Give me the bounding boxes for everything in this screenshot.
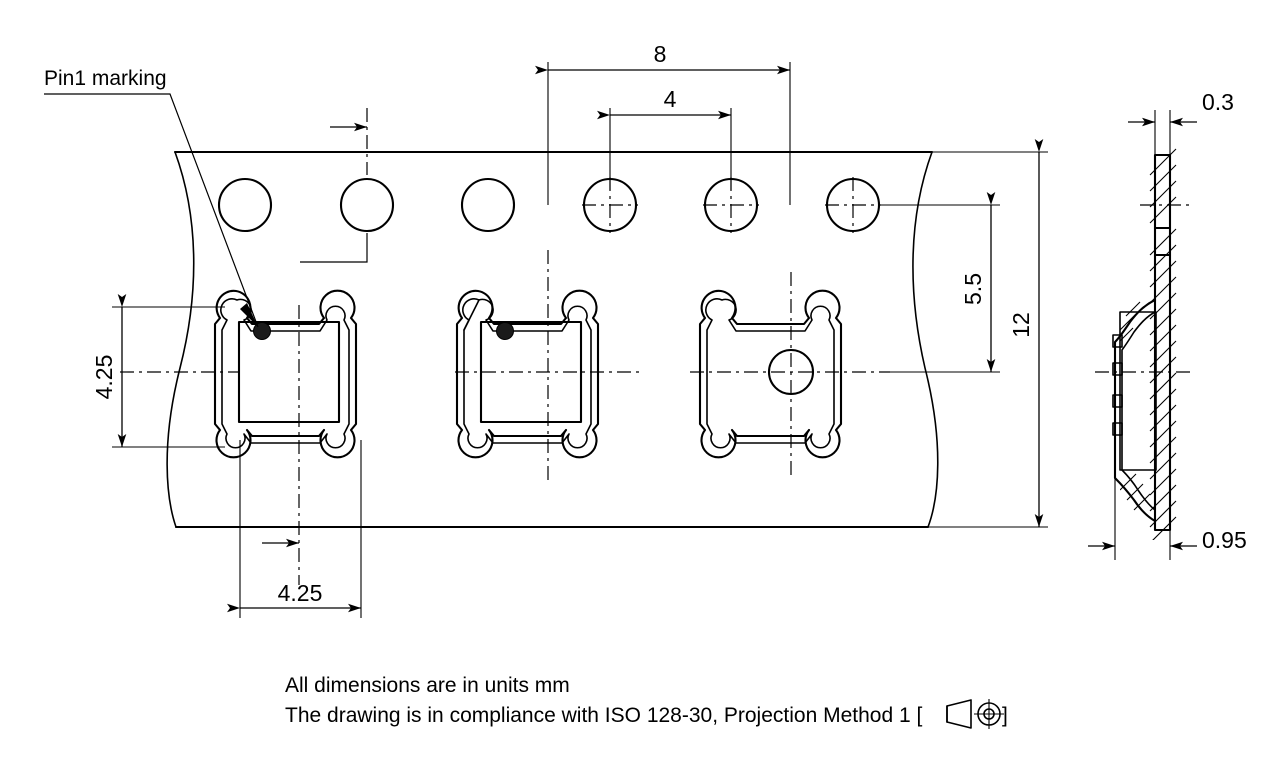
component-outline [1119, 311, 1157, 471]
dimension-hole-to-center: 5.5 [880, 192, 1000, 373]
pocket-profile-section [1113, 298, 1157, 523]
break-line-right [912, 151, 939, 528]
pocket-outer-contour [455, 289, 600, 459]
dimension-value-4-25-vertical: 4.25 [91, 355, 117, 400]
feed-direction-marker-top [300, 108, 368, 263]
component-lead [1112, 362, 1123, 376]
dimension-value-0-3: 0.3 [1202, 89, 1234, 115]
dimension-pitch-minor: 4 [597, 86, 732, 190]
dimension-value-12: 12 [1008, 312, 1034, 338]
dimension-value-5-5: 5.5 [960, 273, 986, 305]
component-lead [1112, 422, 1123, 436]
component-pocket-2 [455, 250, 640, 480]
dimension-value-8: 8 [654, 41, 667, 67]
component-section [1112, 311, 1157, 471]
component-body [237, 320, 341, 424]
sprocket-hole [217, 177, 273, 233]
dimension-pocket-width: 4.25 [227, 440, 362, 618]
dimension-pitch-major: 8 [535, 41, 791, 205]
pin1-leader-line [44, 93, 259, 328]
component-pocket-3 [690, 272, 890, 480]
pin1-marking-annotation: Pin1 marking [44, 67, 259, 328]
pocket-inner-contour [463, 298, 592, 449]
component-body [479, 320, 583, 424]
pocket-outer-contour [698, 289, 843, 459]
tape-wall-section [1149, 148, 1177, 540]
sprocket-centerlines [582, 177, 881, 233]
sprocket-hole [339, 177, 395, 233]
pocket-outer-contour [213, 289, 358, 459]
pocket-inner-contour [220, 298, 350, 449]
first-angle-projection-symbol [946, 699, 1004, 729]
pin1-leader-arrowhead [240, 303, 258, 327]
carrier-tape-side-view: 0.3 0.95 [1088, 89, 1247, 560]
tape-outline [166, 150, 939, 529]
drawing-notes: All dimensions are in units mm The drawi… [285, 674, 1008, 729]
dimension-value-4: 4 [664, 86, 677, 112]
component-pocket-1 [213, 289, 358, 585]
carrier-tape-top-view [120, 150, 939, 585]
break-line-left [166, 151, 195, 528]
note-units: All dimensions are in units mm [285, 674, 570, 697]
dimension-tape-thickness: 0.3 [1128, 89, 1234, 160]
dimension-tape-width: 12 [924, 139, 1048, 528]
note-standard: The drawing is in compliance with ISO 12… [285, 704, 922, 727]
component-lead [1112, 334, 1123, 348]
pocket-inner-contour [705, 298, 835, 449]
dimension-pocket-height: 4.25 [91, 294, 225, 448]
dimension-pocket-depth: 0.95 [1088, 470, 1247, 560]
component-lead [1112, 394, 1123, 408]
pin1-marking-dot [496, 322, 514, 340]
sprocket-hole [460, 177, 516, 233]
note-standard-suffix: ] [1002, 704, 1008, 727]
pin1-marking-label: Pin1 marking [44, 67, 167, 90]
sprocket-hole-row [217, 177, 881, 233]
section-hatching [1149, 148, 1177, 540]
dimension-value-4-25-horizontal: 4.25 [278, 580, 323, 606]
dimension-value-0-95: 0.95 [1202, 527, 1247, 553]
